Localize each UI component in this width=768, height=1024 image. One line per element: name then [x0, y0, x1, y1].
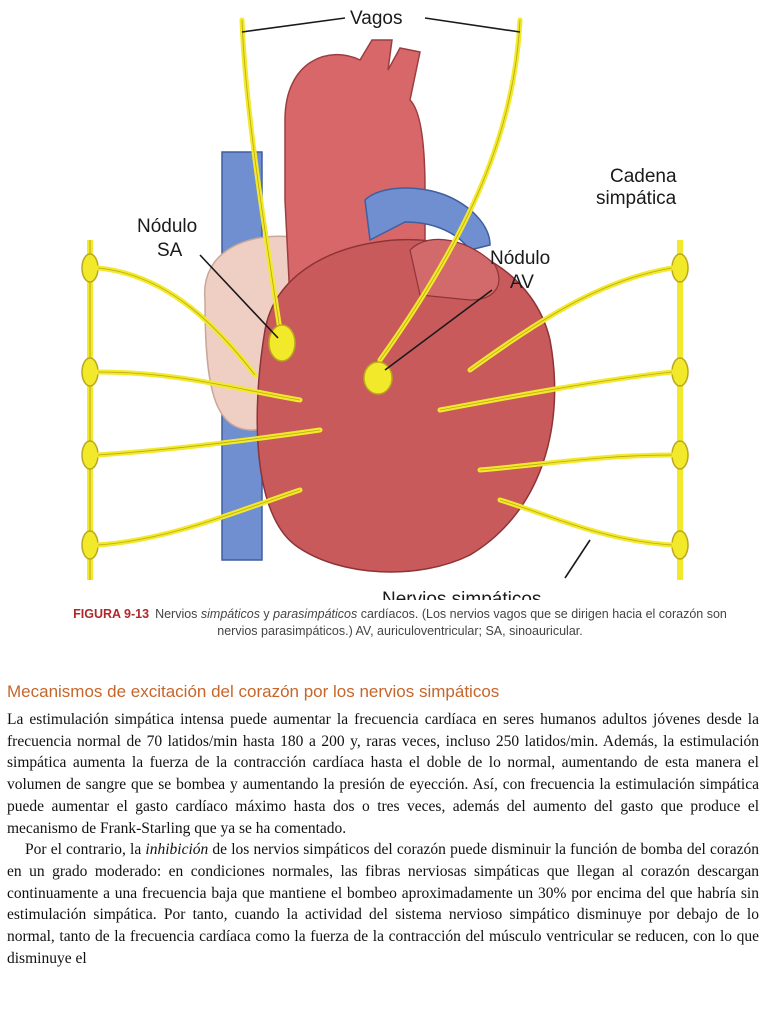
figure-number: FIGURA 9-13 — [73, 607, 150, 621]
label-av-2: AV — [510, 272, 534, 293]
ventricles — [256, 238, 556, 573]
paragraph-2-start: Por el contrario, la — [25, 841, 146, 859]
label-cadena-1: Cadena — [610, 166, 677, 187]
body-text: La estimulación simpática intensa puede … — [7, 709, 759, 969]
sa-node — [268, 324, 296, 362]
vagus-outline — [241, 19, 521, 361]
label-vagos: Vagos — [350, 8, 402, 29]
paragraph-2-emphasis: inhibición — [145, 841, 209, 859]
label-av-1: Nódulo — [490, 248, 550, 269]
sa-pointer — [199, 254, 279, 339]
sympathetic-nerves-outline — [97, 267, 673, 546]
section-title: Mecanismos de excitación del corazón por… — [7, 682, 500, 701]
sympathetic-chain-left — [81, 240, 99, 580]
av-node — [363, 361, 393, 395]
caption-em-2: parasimpáticos — [273, 607, 358, 621]
sympathetic-chain-right — [671, 240, 689, 580]
paragraph-1: La estimulación simpática intensa puede … — [7, 711, 759, 837]
av-pointer — [384, 289, 493, 371]
vagos-bracket — [241, 17, 521, 33]
aorta — [284, 39, 426, 301]
caption-text-3: cardíacos. (Los nervios vagos que se dir… — [217, 607, 727, 638]
caption-text-1: Nervios — [155, 607, 201, 621]
paragraph-2-rest: de los nervios simpáticos del corazón pu… — [7, 841, 759, 967]
caption-text-2: y — [259, 607, 274, 621]
label-cadena-2: simpática — [596, 188, 677, 209]
paragraph-2: Por el contrario, la inhibición de los n… — [7, 839, 759, 969]
figure-caption: FIGURA 9-13 Nervios simpáticos y parasimp… — [60, 606, 740, 640]
label-nervios-simpaticos: Nervios simpáticos — [382, 589, 541, 600]
heart-innervation-figure: Vagos Nódulo SA Nódulo AV Cadena simpáti… — [81, 8, 689, 600]
heart-illustration: Vagos Nódulo SA Nódulo AV Cadena simpáti… — [81, 8, 689, 600]
label-sa-2: SA — [157, 240, 183, 261]
label-sa-1: Nódulo — [137, 216, 197, 237]
sympathetic-pointer — [564, 539, 591, 579]
caption-em-1: simpáticos — [200, 607, 260, 621]
